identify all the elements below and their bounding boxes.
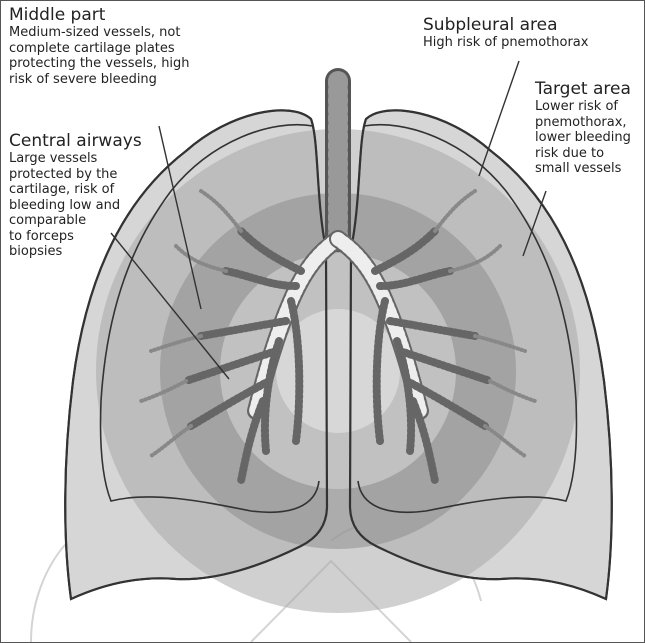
- subpleural-area-line: High risk of pnemothorax: [423, 35, 588, 51]
- subpleural-area-title: Subpleural area: [423, 15, 588, 35]
- target-area-line: pnemothorax,: [535, 115, 631, 131]
- central-airways-title: Central airways: [9, 131, 142, 151]
- middle-part-line: complete cartilage plates: [9, 41, 190, 57]
- target-area-line: small vessels: [535, 161, 631, 177]
- central-airways-line: bleeding low and: [9, 198, 142, 214]
- target-area-line: Lower risk of: [535, 99, 631, 115]
- central-airways-line: Large vessels: [9, 151, 142, 167]
- middle-part-line: protecting the vessels, high: [9, 56, 190, 72]
- subpleural-area-label: Subpleural area High risk of pnemothorax: [423, 15, 588, 51]
- central-airways-line: to forceps: [9, 229, 142, 245]
- target-area-title: Target area: [535, 79, 631, 99]
- central-airways-label: Central airways Large vessels protected …: [9, 131, 142, 260]
- target-area-line: lower bleeding: [535, 130, 631, 146]
- middle-part-title: Middle part: [9, 5, 190, 25]
- middle-part-label: Middle part Medium-sized vessels, not co…: [9, 5, 190, 87]
- central-airways-line: biopsies: [9, 244, 142, 260]
- central-airways-line: comparable: [9, 213, 142, 229]
- target-area-line: risk due to: [535, 146, 631, 162]
- central-airways-line: cartilage, risk of: [9, 182, 142, 198]
- central-airways-line: protected by the: [9, 167, 142, 183]
- middle-part-line: Medium-sized vessels, not: [9, 25, 190, 41]
- target-area-label: Target area Lower risk of pnemothorax, l…: [535, 79, 631, 177]
- middle-part-line: risk of severe bleeding: [9, 72, 190, 88]
